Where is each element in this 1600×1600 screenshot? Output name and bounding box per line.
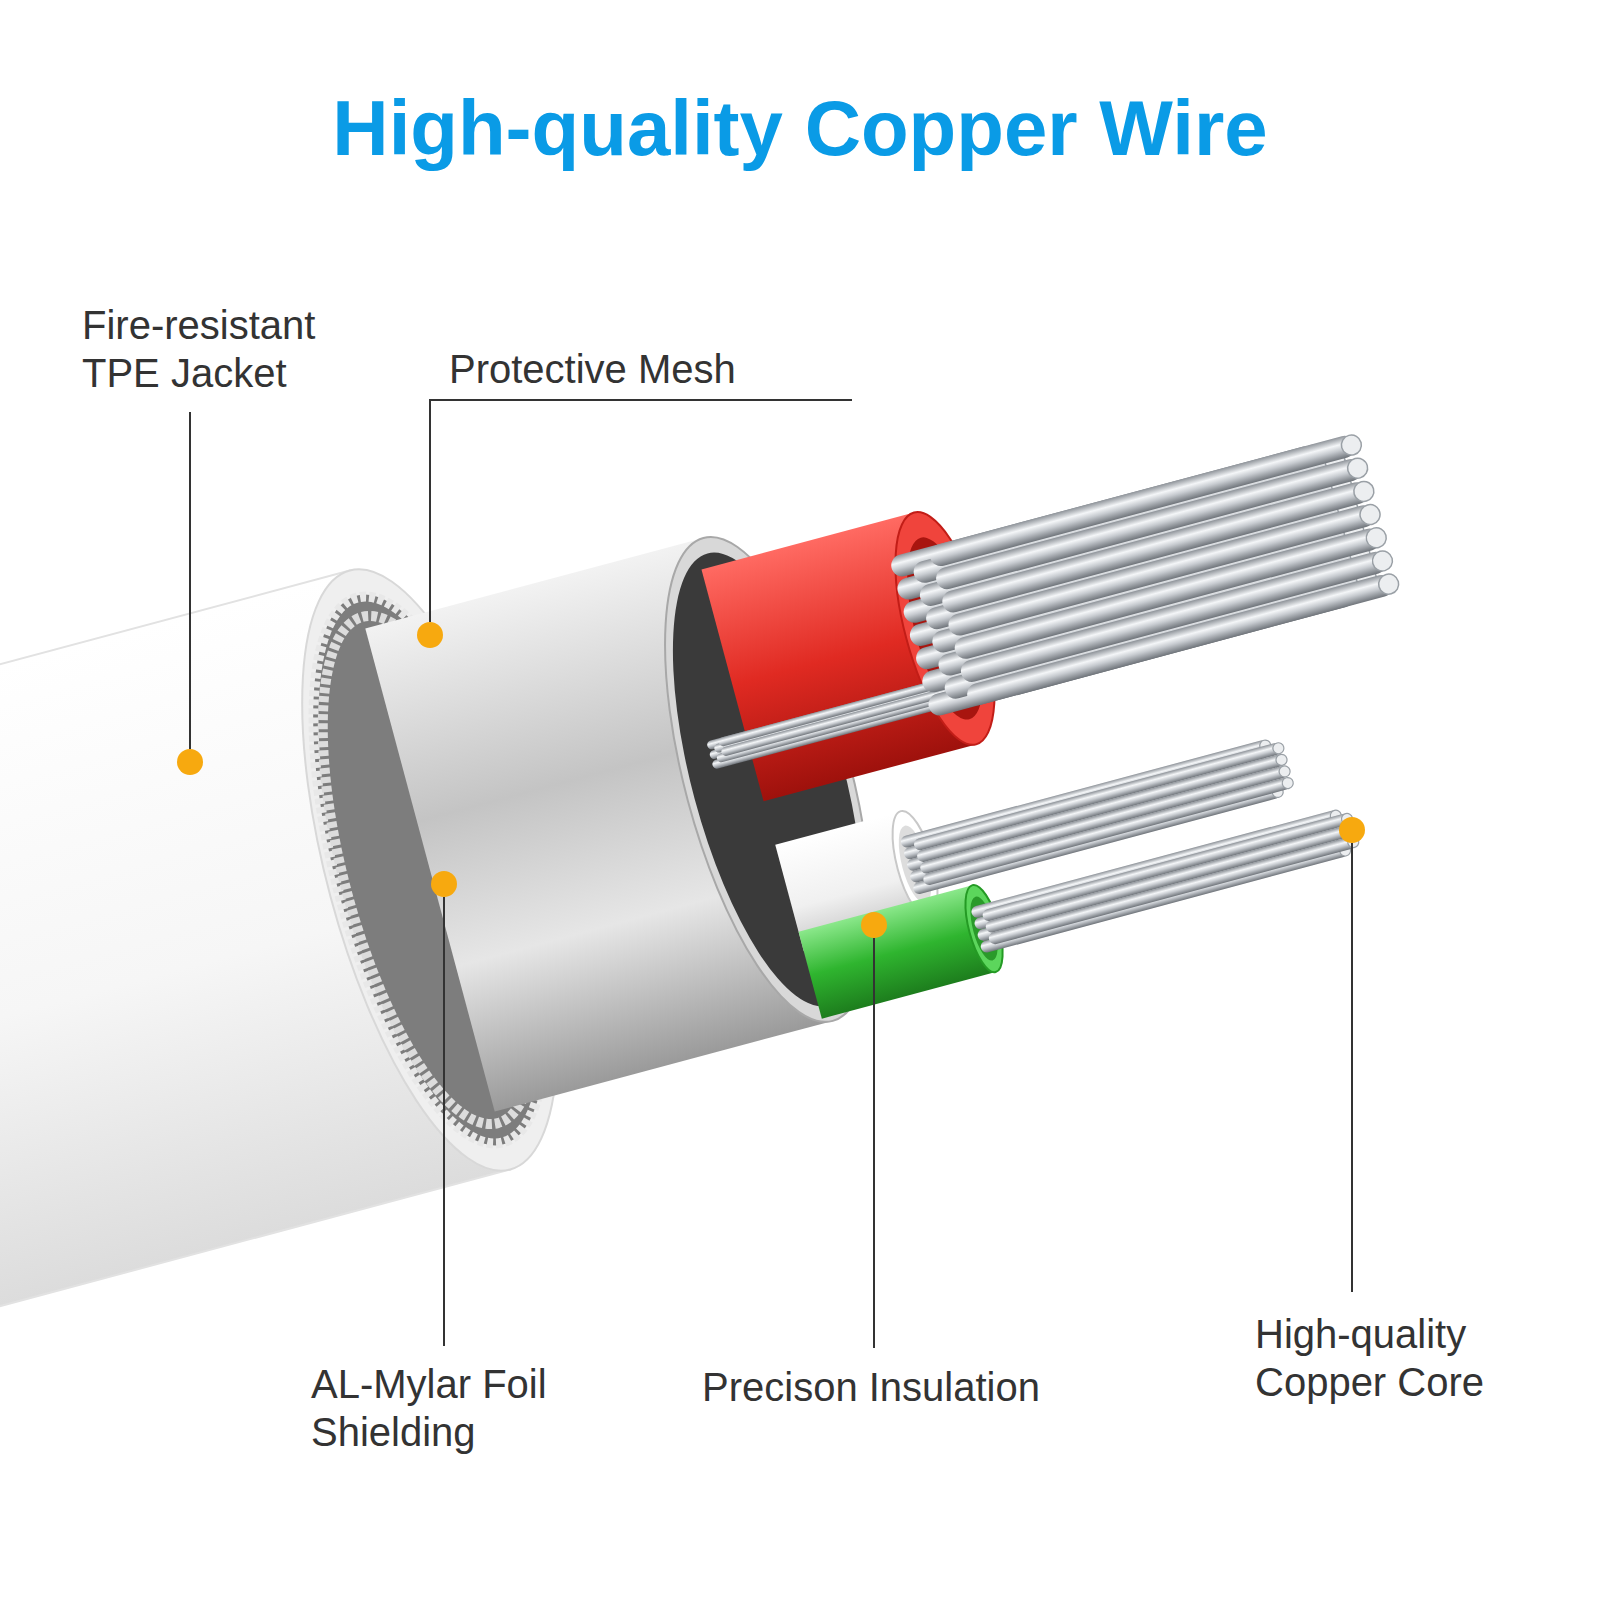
callout-dot: [1339, 817, 1365, 843]
part-label: Fire-resistant TPE Jacket: [82, 301, 382, 397]
part-label: High-quality Copper Core: [1255, 1310, 1555, 1406]
callout-dots: [177, 622, 1365, 938]
leader-line: [873, 938, 875, 1348]
callout-dot: [861, 912, 887, 938]
diagram-title: High-quality Copper Wire: [0, 80, 1600, 176]
callout-dot: [431, 871, 457, 897]
leader-line: [430, 400, 852, 622]
leader-line: [1351, 843, 1353, 1292]
callout-dot: [177, 749, 203, 775]
part-label: Protective Mesh: [449, 345, 869, 393]
callout-dot: [417, 622, 443, 648]
leader-line: [189, 412, 191, 749]
part-label: AL-Mylar Foil Shielding: [311, 1360, 573, 1456]
leader-lines: [190, 400, 1352, 1348]
leader-line: [443, 897, 445, 1346]
part-label: Precison Insulation: [702, 1363, 1122, 1411]
